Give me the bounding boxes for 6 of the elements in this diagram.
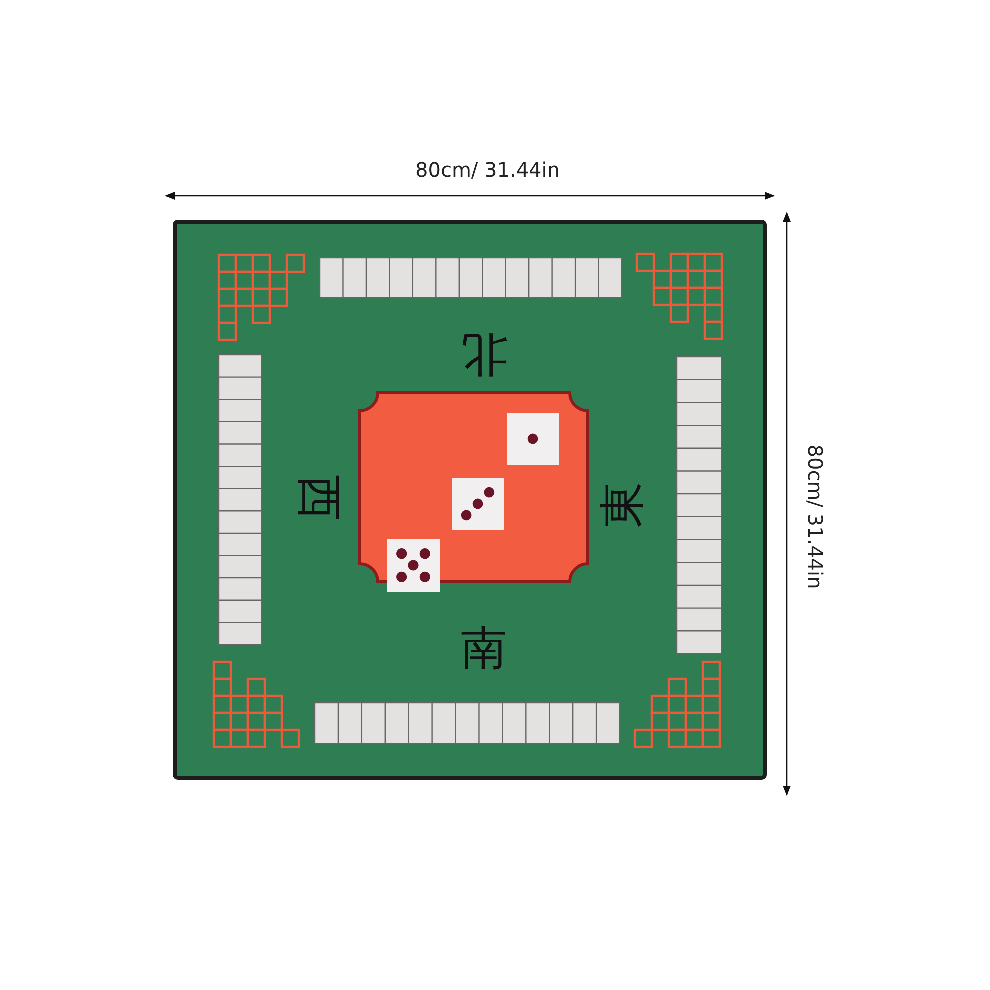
direction-character: 北 xyxy=(462,332,508,378)
direction-character: 南 xyxy=(461,625,507,671)
dimension-label: 80cm/ 31.44in xyxy=(416,160,560,180)
dimension-label: 80cm/ 31.44in xyxy=(804,444,825,590)
direction-character: 東 xyxy=(599,482,645,528)
direction-character: 西 xyxy=(297,475,343,521)
